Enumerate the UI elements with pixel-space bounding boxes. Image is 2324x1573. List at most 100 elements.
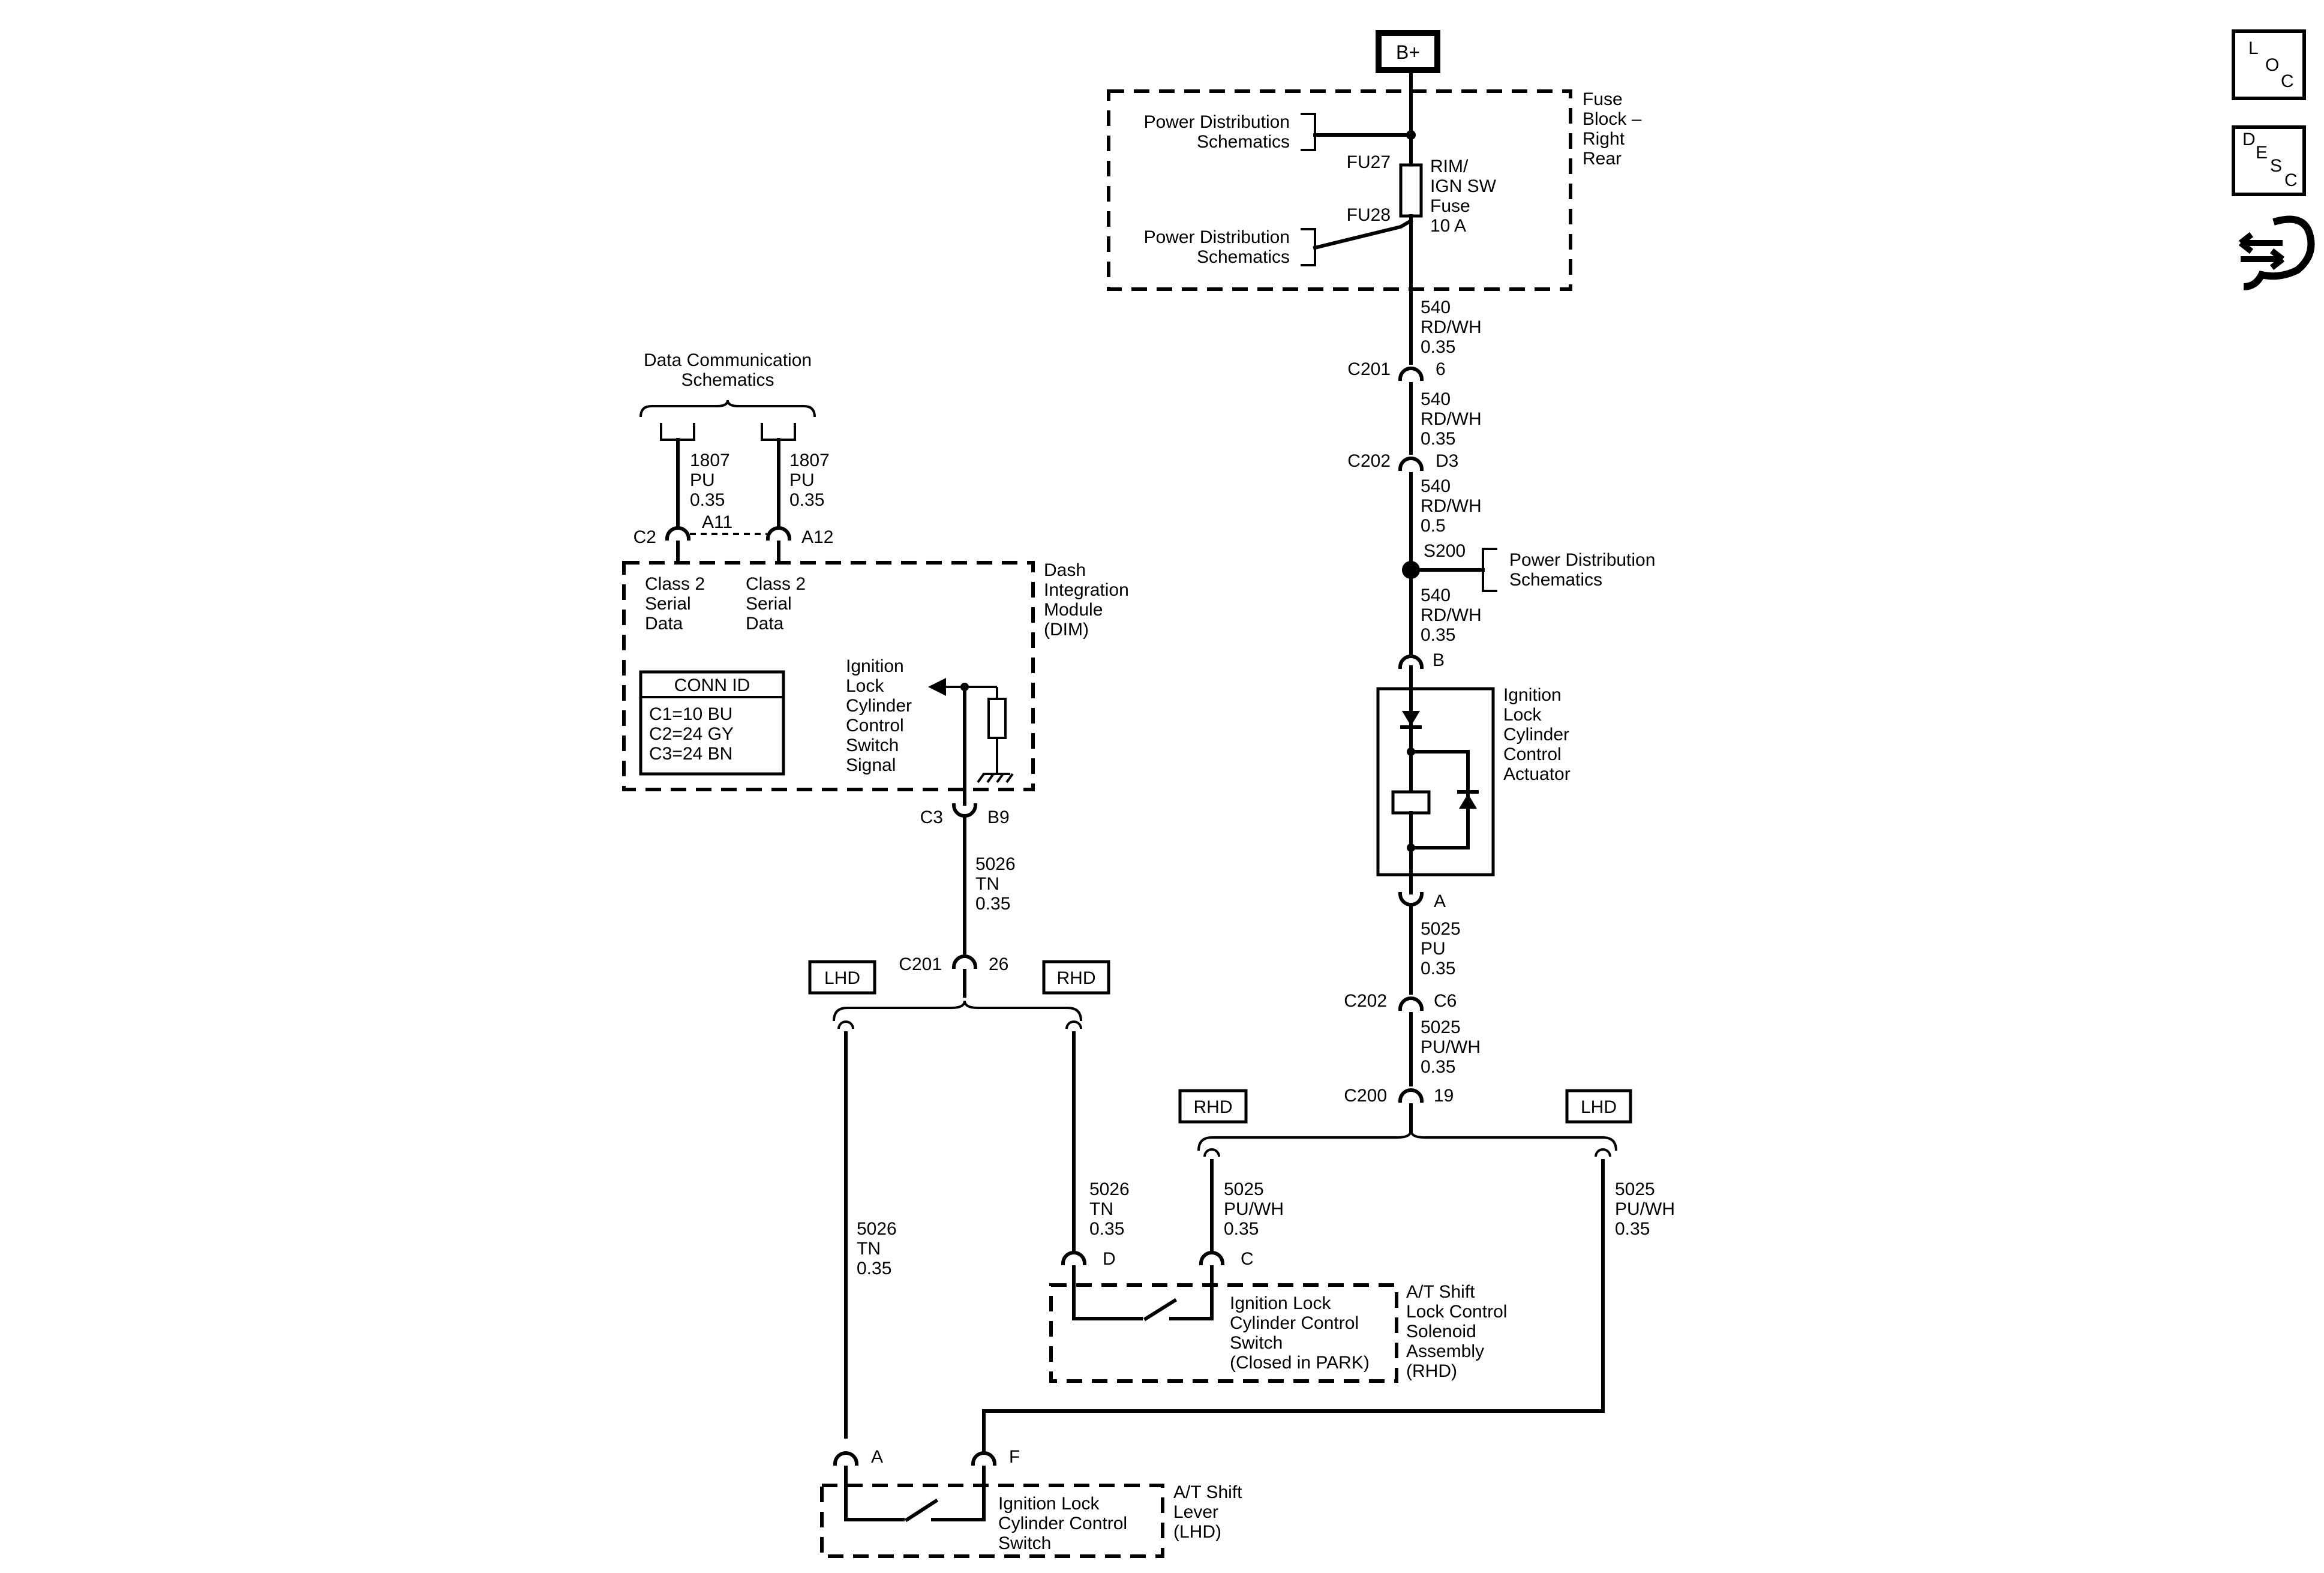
rhd-pin-c-connector [1199,1251,1225,1266]
connector-end-view-icon[interactable] [2238,215,2315,290]
c202-c6-label: C202 [1344,991,1387,1011]
svg-text:S: S [2270,156,2282,176]
svg-text:Lock: Lock [1503,705,1542,725]
svg-text:10 A: 10 A [1430,216,1466,236]
svg-text:Dash: Dash [1044,560,1086,580]
wire-540-3-label: 540 RD/WH 0.5 [1421,476,1482,536]
svg-text:5025: 5025 [1421,1017,1461,1037]
svg-text:0.35: 0.35 [1224,1219,1259,1239]
svg-text:Cylinder Control: Cylinder Control [1230,1313,1359,1333]
svg-text:0.35: 0.35 [1421,429,1455,449]
c202-main-label: C202 [1347,451,1391,471]
signal-arrow-icon [928,678,946,696]
fuse-block-label: Fuse Block – Right Rear [1583,89,1642,169]
svg-text:0.35: 0.35 [857,1259,891,1278]
data-comm-stub-left [660,423,695,441]
fuse-symbol [1399,163,1423,218]
bplus-label: B+ [1396,41,1420,63]
svg-text:L: L [2248,38,2259,58]
svg-text:Rear: Rear [1583,149,1622,169]
svg-text:Serial: Serial [746,594,792,614]
fu28-label: FU28 [1347,205,1391,225]
rhd-5026-label: 5026 TN 0.35 [1089,1179,1130,1239]
pin-b-label: B [1433,650,1445,670]
svg-text:0.35: 0.35 [690,490,725,510]
actuator-diode-2 [1459,794,1477,809]
svg-text:Solenoid: Solenoid [1406,1322,1476,1341]
wire-540-2-label: 540 RD/WH 0.35 [1421,389,1482,449]
svg-text:PU: PU [789,470,815,490]
c201-26-pin: 26 [989,954,1008,974]
fu27-label: FU27 [1347,152,1391,172]
c2-label: C2 [633,527,656,547]
svg-text:1807: 1807 [789,451,830,470]
svg-text:O: O [2265,55,2279,75]
loc-icon[interactable]: L O C [2232,29,2306,100]
svg-text:Ignition: Ignition [846,656,904,676]
desc-icon[interactable]: D E S C [2232,125,2306,196]
class2-left-label: Class 2 Serial Data [645,574,705,634]
rhd-5025-label: 5025 PU/WH 0.35 [1224,1179,1284,1239]
svg-text:Power Distribution: Power Distribution [1144,112,1290,132]
svg-text:Lock: Lock [846,676,884,696]
svg-text:0.35: 0.35 [789,490,824,510]
svg-text:0.5: 0.5 [1421,516,1446,536]
svg-text:RIM/: RIM/ [1430,157,1469,176]
svg-text:A/T Shift: A/T Shift [1406,1282,1475,1302]
svg-text:1807: 1807 [690,451,730,470]
lhd-5025-label: 5025 PU/WH 0.35 [1615,1179,1675,1239]
c202-c6-connector [1398,996,1424,1011]
fuse-name-label: RIM/ IGN SW Fuse 10 A [1430,157,1497,236]
rhd-right-box [1178,1089,1248,1124]
svg-text:Ignition: Ignition [1503,685,1562,705]
svg-text:5026: 5026 [857,1219,897,1239]
svg-text:5025: 5025 [1224,1179,1264,1199]
svg-text:PU/WH: PU/WH [1421,1037,1481,1057]
data-comm-stub-right [761,423,796,441]
dim-module-outline [622,561,1035,791]
svg-text:Block –: Block – [1583,109,1642,129]
lhd-right-box [1565,1089,1632,1124]
b9-label: B9 [987,807,1010,827]
conn-id-row: C3=24 BN [649,744,732,764]
svg-text:540: 540 [1421,389,1451,409]
c201-26-connector [951,954,978,969]
svg-text:0.35: 0.35 [975,894,1010,914]
svg-text:Control: Control [846,716,904,736]
svg-text:Serial: Serial [645,594,691,614]
c201-main-connector [1398,367,1424,382]
fu28-connect [1313,218,1414,250]
svg-text:TN: TN [857,1239,881,1259]
c202-main-pin: D3 [1436,451,1458,471]
a11-connector [665,526,691,541]
svg-text:5025: 5025 [1421,919,1461,939]
svg-text:E: E [2256,143,2268,163]
svg-text:540: 540 [1421,586,1451,605]
svg-text:Cylinder: Cylinder [846,696,912,716]
c3-label: C3 [920,807,943,827]
svg-text:(DIM): (DIM) [1044,620,1089,640]
conn-id-table [639,670,785,776]
svg-text:0.35: 0.35 [1421,625,1455,645]
svg-text:Integration: Integration [1044,580,1129,600]
signal-label: Ignition Lock Cylinder Control Switch Si… [846,656,912,775]
svg-text:PU: PU [690,470,715,490]
svg-text:0.35: 0.35 [1421,959,1455,978]
svg-text:PU/WH: PU/WH [1615,1199,1675,1219]
svg-text:Ignition Lock: Ignition Lock [998,1494,1100,1514]
svg-text:D: D [2242,130,2256,149]
svg-text:0.35: 0.35 [1615,1219,1650,1239]
pds-3-bracket [1482,548,1497,592]
svg-text:PU/WH: PU/WH [1224,1199,1284,1219]
rhd-assembly-outline [1049,1283,1398,1383]
svg-text:PU: PU [1421,939,1446,959]
rhd-switch-label: Ignition Lock Cylinder Control Switch (C… [1230,1293,1370,1373]
lhd-pin-a-label: A [871,1447,883,1467]
svg-text:Power Distribution: Power Distribution [1509,550,1655,570]
svg-text:Ignition Lock: Ignition Lock [1230,1293,1331,1313]
actuator-label: Ignition Lock Cylinder Control Actuator [1503,685,1571,784]
lhd-5025-return [982,1409,1605,1455]
svg-text:Switch: Switch [998,1533,1051,1553]
data-comm-bracket [639,400,816,418]
